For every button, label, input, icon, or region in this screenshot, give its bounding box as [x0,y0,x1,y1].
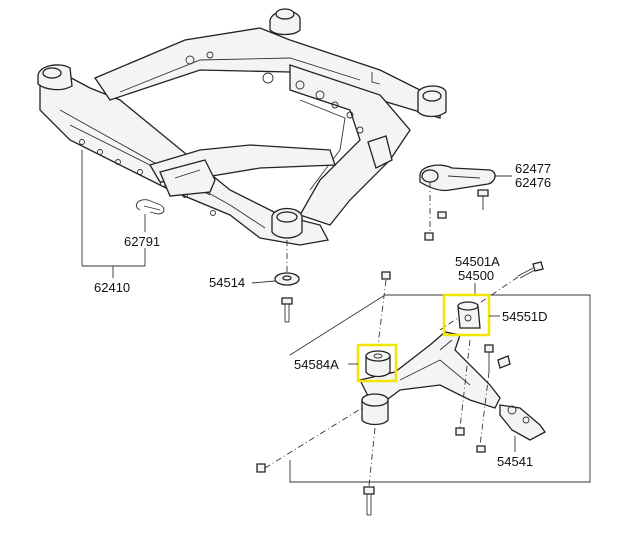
label-62410: 62410 [94,280,130,295]
clip-62791 [135,199,165,215]
leader-lines [81,150,516,452]
label-54541: 54541 [497,454,533,469]
label-62477: 62477 [515,161,551,176]
highlight-box-54551D [442,293,491,337]
label-54551D: 54551D [502,309,548,324]
highlight-box-54584A [356,343,398,383]
mount-62477 [419,164,496,241]
label-54501A: 54501A [455,254,500,269]
bushing-54584A [356,343,398,383]
subframe-crossmember [37,8,447,246]
lower-arm-box [289,283,591,483]
label-54584A: 54584A [294,357,339,372]
lower-control-arm [256,261,546,516]
label-54514: 54514 [209,275,245,290]
washer-bolt-54514 [274,240,300,323]
label-62791: 62791 [124,234,160,249]
label-54500: 54500 [458,268,494,283]
bushing-54551D [442,293,491,337]
part-labels: 62477 62476 62791 62410 54514 54501A 545… [94,161,551,469]
label-62476: 62476 [515,175,551,190]
